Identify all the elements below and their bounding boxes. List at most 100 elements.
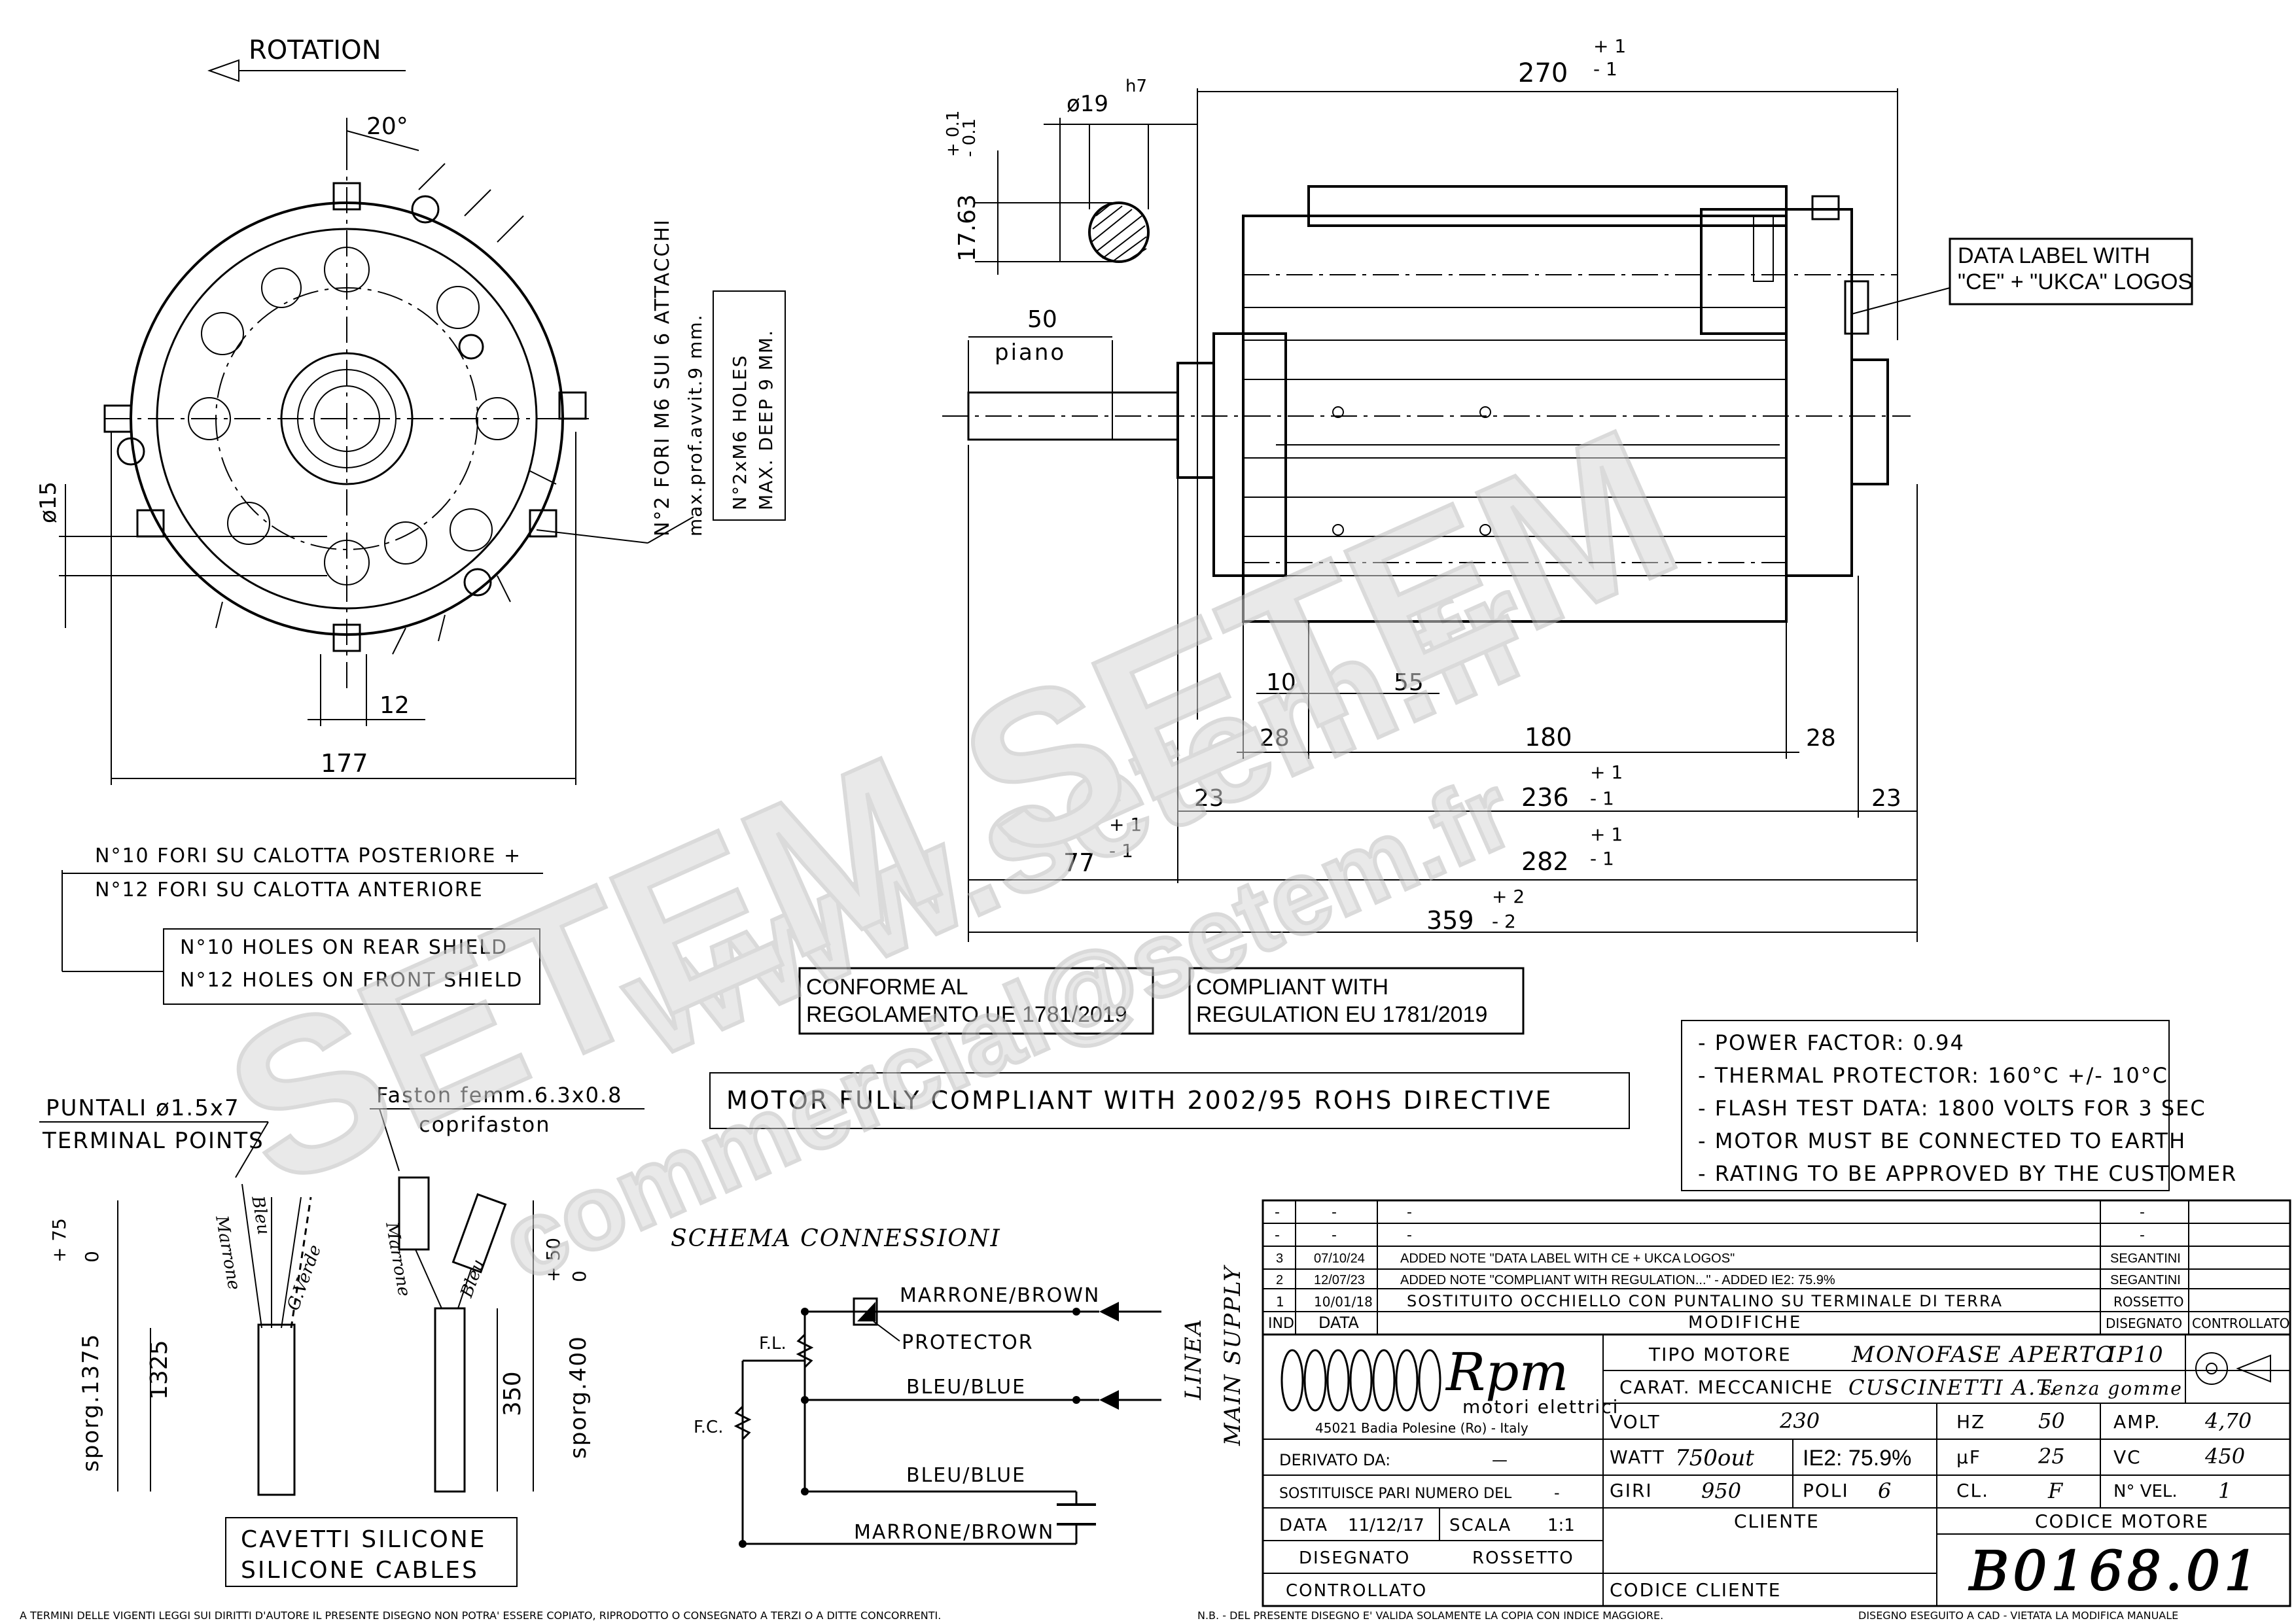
dim-350: 350 [499, 1371, 526, 1416]
rear-shield [1785, 208, 1853, 577]
sporg-1375: sporg.1375 [78, 1333, 104, 1472]
conforme-box [798, 967, 1154, 1035]
m6-en-2: MAX. DEEP 9 MM. [755, 329, 777, 510]
rev-0-ind: - [1275, 1204, 1280, 1221]
nvel: 1 [2218, 1478, 2231, 1503]
dim-359-tm: - 2 [1492, 911, 1516, 932]
codice-cliente-lbl: CODICE CLIENTE [1610, 1579, 1781, 1601]
rotation-label: ROTATION [249, 35, 381, 65]
dim-23b: 23 [1871, 785, 1901, 812]
vc: 450 [2204, 1444, 2245, 1469]
conforme-1: CONFORME AL [806, 975, 968, 1000]
m6-it-1: N°2 FORI M6 SUI 6 ATTACCHI [651, 218, 674, 536]
volt-lbl: VOLT [1610, 1411, 1661, 1433]
rev-1-mod: - [1407, 1227, 1412, 1244]
wire-marrone2: Marrone [381, 1220, 414, 1298]
dim-55: 55 [1394, 669, 1424, 696]
rev-3-dis: SEGANTINI [2110, 1273, 2181, 1287]
rev-3-mod: ADDED NOTE "COMPLIANT WITH REGULATION...… [1400, 1273, 1835, 1287]
coprifaston: coprifaston [419, 1112, 550, 1137]
footer-right: DISEGNO ESEGUITO A CAD - VIETATA LA MODI… [1858, 1609, 2178, 1622]
revision-table: - - - - - - - - 3 07/10/24 ADDED NOTE "D… [1262, 1199, 2291, 1336]
m6-en-1: N°2xM6 HOLES [729, 355, 751, 510]
side-view: 50 piano [942, 35, 1918, 942]
dim-15: ø15 [35, 481, 62, 523]
data-label-1: DATA LABEL WITH [1958, 243, 2150, 268]
vc-lbl: VC [2113, 1446, 2142, 1468]
schema-marrone-brown: MARRONE/BROWN [900, 1284, 1100, 1307]
fori-en-2: N°12 HOLES ON FRONT SHIELD [180, 969, 523, 992]
mounting-lugs [103, 182, 587, 652]
housing-fins [1243, 307, 1786, 576]
wire-bleu2: Bleu [457, 1257, 489, 1300]
symbol-icon [2195, 1352, 2228, 1385]
cavetti-box [225, 1517, 518, 1587]
schema-marrone-brown2: MARRONE/BROWN [854, 1521, 1054, 1544]
front-view: ROTATION [35, 35, 786, 1005]
schema-bleu-blue: BLEU/BLUE [906, 1376, 1026, 1399]
dim-359-tp: + 2 [1492, 886, 1525, 907]
notes-box [1681, 1020, 2170, 1191]
schema-fl: F.L. [759, 1334, 786, 1353]
cl: F [2047, 1478, 2064, 1503]
brand: Rpm [1445, 1342, 1568, 1403]
giri: 950 [1701, 1478, 1741, 1503]
dim-177: 177 [321, 749, 368, 778]
protector-symbol [853, 1297, 878, 1326]
cavetti-1: CAVETTI SILICONE [241, 1526, 487, 1553]
fori-it-1: N°10 FORI SU CALOTTA POSTERIORE + [95, 845, 521, 867]
watermark: www.setem.fr SETEM SETEM commercial@sete… [193, 381, 1709, 1304]
carat2: senza gomme [2041, 1378, 2183, 1399]
spokes [215, 163, 557, 655]
vent-holes [188, 247, 519, 585]
carat-lbl: CARAT. MECCANICHE [1619, 1376, 1833, 1398]
rev-0-data: - [1332, 1204, 1337, 1221]
note-0: - POWER FACTOR: 0.94 [1698, 1030, 1965, 1055]
data-label-box [1949, 237, 2193, 305]
footer: A TERMINI DELLE VIGENTI LEGGI SUI DIRITT… [20, 1609, 2178, 1622]
dim-236: 236 [1521, 783, 1569, 812]
rev-0-mod: - [1407, 1204, 1412, 1221]
ip-rating: IP10 [2106, 1342, 2164, 1368]
dim-23a: 23 [1194, 785, 1224, 812]
fori-en-box [163, 928, 540, 1005]
dim-359: 359 [1426, 906, 1474, 935]
dim-236-tm: - 1 [1590, 788, 1614, 809]
rohs-box [709, 1072, 1630, 1129]
scala-lbl: SCALA [1449, 1516, 1511, 1535]
rev-head-ctrl: CONTROLLATO [2192, 1316, 2289, 1331]
derivato-lbl: DERIVATO DA: [1279, 1451, 1390, 1469]
rev-1-dis: - [2140, 1227, 2145, 1244]
amp-lbl: AMP. [2113, 1411, 2161, 1433]
rev-1-data: - [1332, 1227, 1337, 1244]
footer-left: A TERMINI DELLE VIGENTI LEGGI SUI DIRITT… [20, 1609, 941, 1622]
rev-head-dis: DISEGNATO [2106, 1316, 2182, 1331]
poli: 6 [1878, 1478, 1891, 1503]
schema-linea: LINEA [1180, 1318, 1207, 1401]
disegnato-lbl: DISEGNATO [1299, 1548, 1410, 1568]
dim-77-tm: - 1 [1109, 840, 1133, 862]
rev-2-dis: SEGANTINI [2110, 1251, 2181, 1266]
note-2: - FLASH TEST DATA: 1800 VOLTS FOR 3 SEC [1698, 1096, 2206, 1121]
rev-head-ind: IND [1268, 1316, 1294, 1332]
m6-en-box [713, 290, 786, 521]
rev-2-ind: 3 [1276, 1251, 1283, 1266]
t75p: + 75 [48, 1218, 70, 1263]
ie2: IE2: 75.9% [1803, 1446, 1911, 1471]
data-lbl: DATA [1279, 1516, 1328, 1535]
rev-4-ind: 1 [1276, 1294, 1284, 1310]
terminal-box-top [1307, 185, 1788, 227]
wire-gverde: G.Verde [283, 1242, 325, 1313]
shaft-tol: h7 [1125, 77, 1147, 96]
rev-3-ind: 2 [1276, 1273, 1283, 1287]
rev-0-dis: - [2140, 1204, 2145, 1221]
conforme-2: REGOLAMENTO UE 1781/2019 [806, 1002, 1127, 1027]
label-boxes: DATA LABEL WITH "CE" + "UKCA" LOGOS CONF… [709, 237, 2236, 1191]
schema-main-supply: MAIN SUPPLY [1220, 1265, 1246, 1446]
address: 45021 Badia Polesine (Ro) - Italy [1315, 1420, 1528, 1436]
volt: 230 [1779, 1408, 1820, 1433]
rev-head-mod: MODIFICHE [1688, 1313, 1802, 1333]
terminal-points: TERMINAL POINTS [42, 1128, 264, 1154]
wire-marrone: Marrone [211, 1213, 244, 1291]
